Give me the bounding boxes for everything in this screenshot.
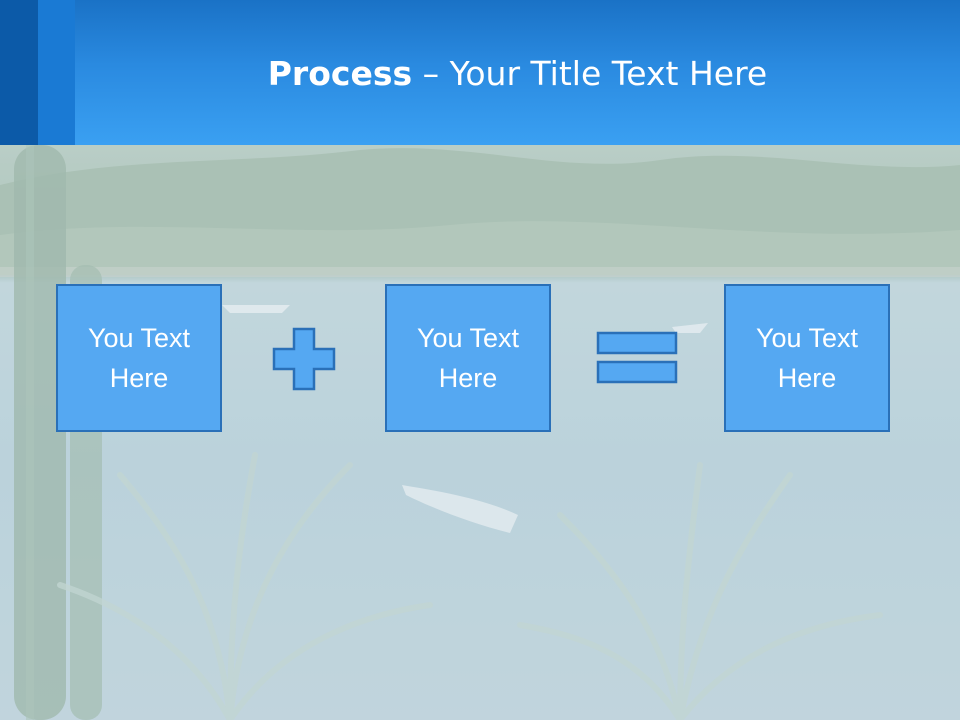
header-accent-dark (0, 0, 38, 145)
header-accent-mid (38, 0, 75, 145)
background-photo (0, 145, 960, 720)
slide-title[interactable]: Process – Your Title Text Here (75, 52, 960, 96)
equals-icon (596, 331, 678, 384)
photo-haze-overlay (0, 145, 960, 720)
slide-title-bold: Process (267, 54, 413, 93)
process-box-1-line2: Here (109, 363, 169, 393)
process-box-3-line2: Here (777, 363, 837, 393)
slide-title-rest: – Your Title Text Here (412, 54, 768, 93)
process-box-1-line1: You Text (87, 323, 191, 353)
process-box-2-line1: You Text (416, 323, 520, 353)
process-box-2-line2: Here (438, 363, 498, 393)
plus-icon (272, 327, 336, 391)
process-box-3-line1: You Text (755, 323, 859, 353)
header-band: Process – Your Title Text Here (0, 0, 960, 145)
